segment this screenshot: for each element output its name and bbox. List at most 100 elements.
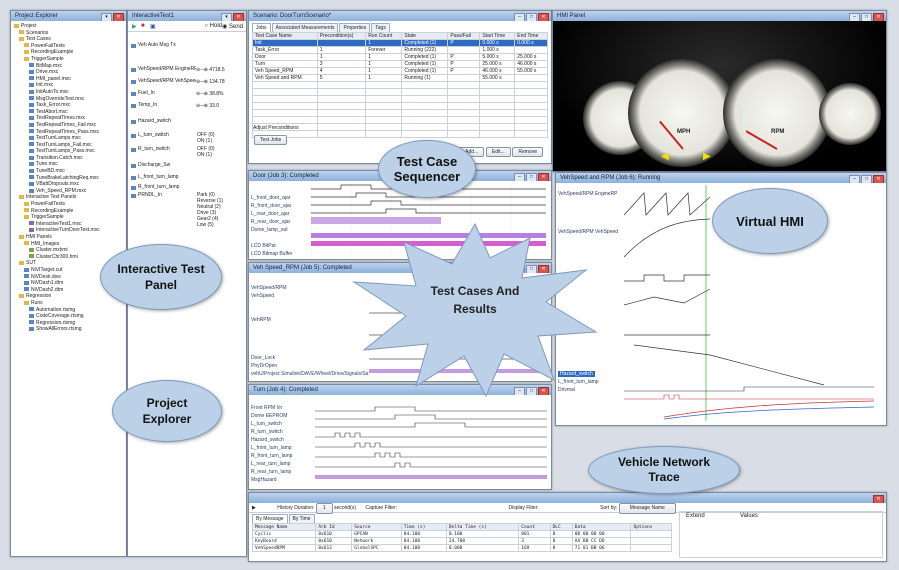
hmi-titlebar[interactable]: HMI Panel –□✕ — [553, 11, 886, 21]
prndl-option[interactable]: Neutral (2) — [197, 204, 221, 210]
tree-item[interactable]: TestRepeatTimes_Pass.mxc — [14, 129, 123, 136]
close-icon[interactable]: ✕ — [873, 175, 884, 183]
tree-item[interactable]: InitAutoTo.mxc — [14, 89, 123, 96]
maximize-icon[interactable]: □ — [526, 265, 537, 273]
tree-item[interactable]: Tune.mxc — [14, 161, 123, 168]
prndl-option[interactable]: Low (5) — [197, 222, 214, 228]
tree-item[interactable]: TuneBD.mxc — [14, 168, 123, 175]
hmi-panel-window[interactable]: HMI Panel –□✕ MPH RPM P R N D L ◀ ▶ — [552, 10, 887, 172]
tree-item[interactable]: Regression.rtsmg — [14, 320, 123, 327]
tree-item[interactable]: TestTurnLamps_Pass.mxc — [14, 148, 123, 155]
column-header[interactable]: DLC — [549, 523, 573, 531]
minimize-icon[interactable]: – — [849, 13, 860, 21]
tab-tags[interactable]: Tags — [371, 23, 390, 32]
column-header[interactable]: Message Name — [251, 523, 317, 531]
tree-item[interactable]: PowerFailTests — [14, 43, 123, 50]
prndl-option[interactable]: Park (0) — [197, 192, 215, 198]
column-header[interactable]: Data — [571, 523, 632, 531]
signal-label[interactable]: R_front_door_ajar — [251, 203, 292, 209]
signal-label[interactable]: L_turn_switch — [251, 421, 282, 427]
maximize-icon[interactable]: □ — [526, 173, 537, 181]
panel-signal-row[interactable]: VehSpeed/RPM VehSpeed⊖─⊕ 134.78 — [128, 78, 246, 85]
tree-item[interactable]: TuneBrakeLatchingReq.mxc — [14, 175, 123, 182]
close-icon[interactable]: ✕ — [233, 13, 244, 21]
signal-label[interactable]: L_front_door_ajar — [251, 195, 291, 201]
tree-item[interactable]: MsgOverrideTest.mxc — [14, 96, 123, 103]
signal-label[interactable]: VehSpeed/RPM — [251, 285, 287, 291]
tree-item[interactable]: Automation.rtsmg — [14, 307, 123, 314]
tree-item[interactable]: Interactive Test Panels — [14, 194, 123, 201]
tree-item[interactable]: HMI Panels — [14, 234, 123, 241]
tree-item[interactable]: TriggerSample — [14, 56, 123, 63]
signal-label[interactable]: vehU/Project Simulink/DAVE/Wheel/Drive/S… — [251, 371, 369, 377]
radio-option[interactable]: ON (1) — [197, 138, 212, 144]
tree-item[interactable]: TriggerSample — [14, 214, 123, 221]
tree-item[interactable]: Transition.Catch.mxc — [14, 155, 123, 162]
column-header[interactable]: Precondition(s) — [316, 32, 367, 40]
tree-item[interactable]: Project — [14, 23, 123, 30]
vehicle-network-trace-window[interactable]: ✕ ▶ History Duration: 1 second(s) Captur… — [248, 492, 887, 562]
radio-option[interactable]: ON (1) — [197, 152, 212, 158]
pin-icon[interactable]: ▾ — [221, 13, 232, 21]
turn-results-window[interactable]: Turn (Job 4): Completed –□✕ Front RPM I/… — [248, 384, 552, 490]
tree-item[interactable]: Runs — [14, 300, 123, 307]
close-icon[interactable]: ✕ — [538, 265, 549, 273]
column-header[interactable]: Arb Id — [315, 523, 353, 531]
tab-jobs[interactable]: Jobs — [252, 23, 271, 32]
signal-label[interactable]: Door_Lock — [251, 355, 276, 361]
trace-play-icon[interactable]: ▶ — [252, 505, 256, 511]
sig-hazard-switch[interactable]: Hazard_switch — [558, 371, 595, 377]
column-header[interactable]: End Time — [514, 32, 548, 40]
tree-item[interactable]: TestRepeatTimes_Fail.mxc — [14, 122, 123, 129]
panel-signal-row[interactable]: PRNDL_In — [128, 192, 246, 199]
rpm-titlebar[interactable]: VehSpeed and RPM (Job 6): Running –□✕ — [556, 173, 886, 183]
tree-item[interactable]: ShowAllErrors.rtsmg — [14, 326, 123, 333]
tree-item[interactable]: VBattDropouts.mxc — [14, 181, 123, 188]
tree-item[interactable]: Drive.mxc — [14, 69, 123, 76]
tree-item[interactable]: NiVITarget.cut — [14, 267, 123, 274]
signal-label[interactable]: Front RPM I/n — [251, 405, 283, 411]
tree-item[interactable]: HMI_panel.mxc — [14, 76, 123, 83]
signal-label[interactable]: LCD Bitmap Buffer — [251, 251, 293, 257]
tree-item[interactable]: RecordingExample — [14, 208, 123, 215]
signal-label[interactable]: R_front_turn_lamp — [251, 453, 293, 459]
minimize-icon[interactable]: – — [514, 387, 525, 395]
column-header[interactable]: Run Count — [365, 32, 403, 40]
tab-associated-measurements[interactable]: Associated Measurements — [271, 23, 339, 32]
signal-label[interactable]: VehSpeed — [251, 293, 275, 299]
signal-label[interactable]: Hazard_switch — [251, 437, 284, 443]
edit-button[interactable]: Edit... — [485, 147, 511, 157]
tree-item[interactable]: TestRepeatTimes.mxc — [14, 115, 123, 122]
column-header[interactable]: Test Case Name — [252, 32, 318, 40]
tree-item[interactable]: BitMap.mxc — [14, 63, 123, 70]
turn-titlebar[interactable]: Turn (Job 4): Completed –□✕ — [249, 385, 551, 395]
tree-item[interactable]: NiVDesk.dsw — [14, 274, 123, 281]
column-header[interactable]: State — [401, 32, 449, 40]
tree-item[interactable]: Veh_Speed_RPM.mxc — [14, 188, 123, 195]
radio-option[interactable]: OFF (0) — [197, 146, 215, 152]
tree-item[interactable]: PowerFailTests — [14, 201, 123, 208]
prndl-option[interactable]: Drive (3) — [197, 210, 217, 216]
tree-item[interactable]: ClusterChr300.hmi — [14, 254, 123, 261]
history-duration-input[interactable]: 1 — [315, 503, 333, 514]
tree-item[interactable]: Regression — [14, 293, 123, 300]
panel-signal-row[interactable]: Temp_In⊖─⊕ 33.0 — [128, 102, 246, 109]
close-icon[interactable]: ✕ — [113, 13, 124, 21]
radio-option[interactable]: OFF (0) — [197, 132, 215, 138]
maximize-icon[interactable]: □ — [861, 13, 872, 21]
column-header[interactable]: Pass/Fail — [447, 32, 481, 40]
minimize-icon[interactable]: – — [514, 13, 525, 21]
interactive-panel-titlebar[interactable]: InteractiveTest1 ▾✕ — [128, 11, 246, 21]
tree-item[interactable]: TestAbort.mxc — [14, 109, 123, 116]
maximize-icon[interactable]: □ — [526, 387, 537, 395]
tree-item[interactable]: NiVDash1.dtm — [14, 280, 123, 287]
run-icon[interactable]: ▶ — [132, 24, 137, 30]
